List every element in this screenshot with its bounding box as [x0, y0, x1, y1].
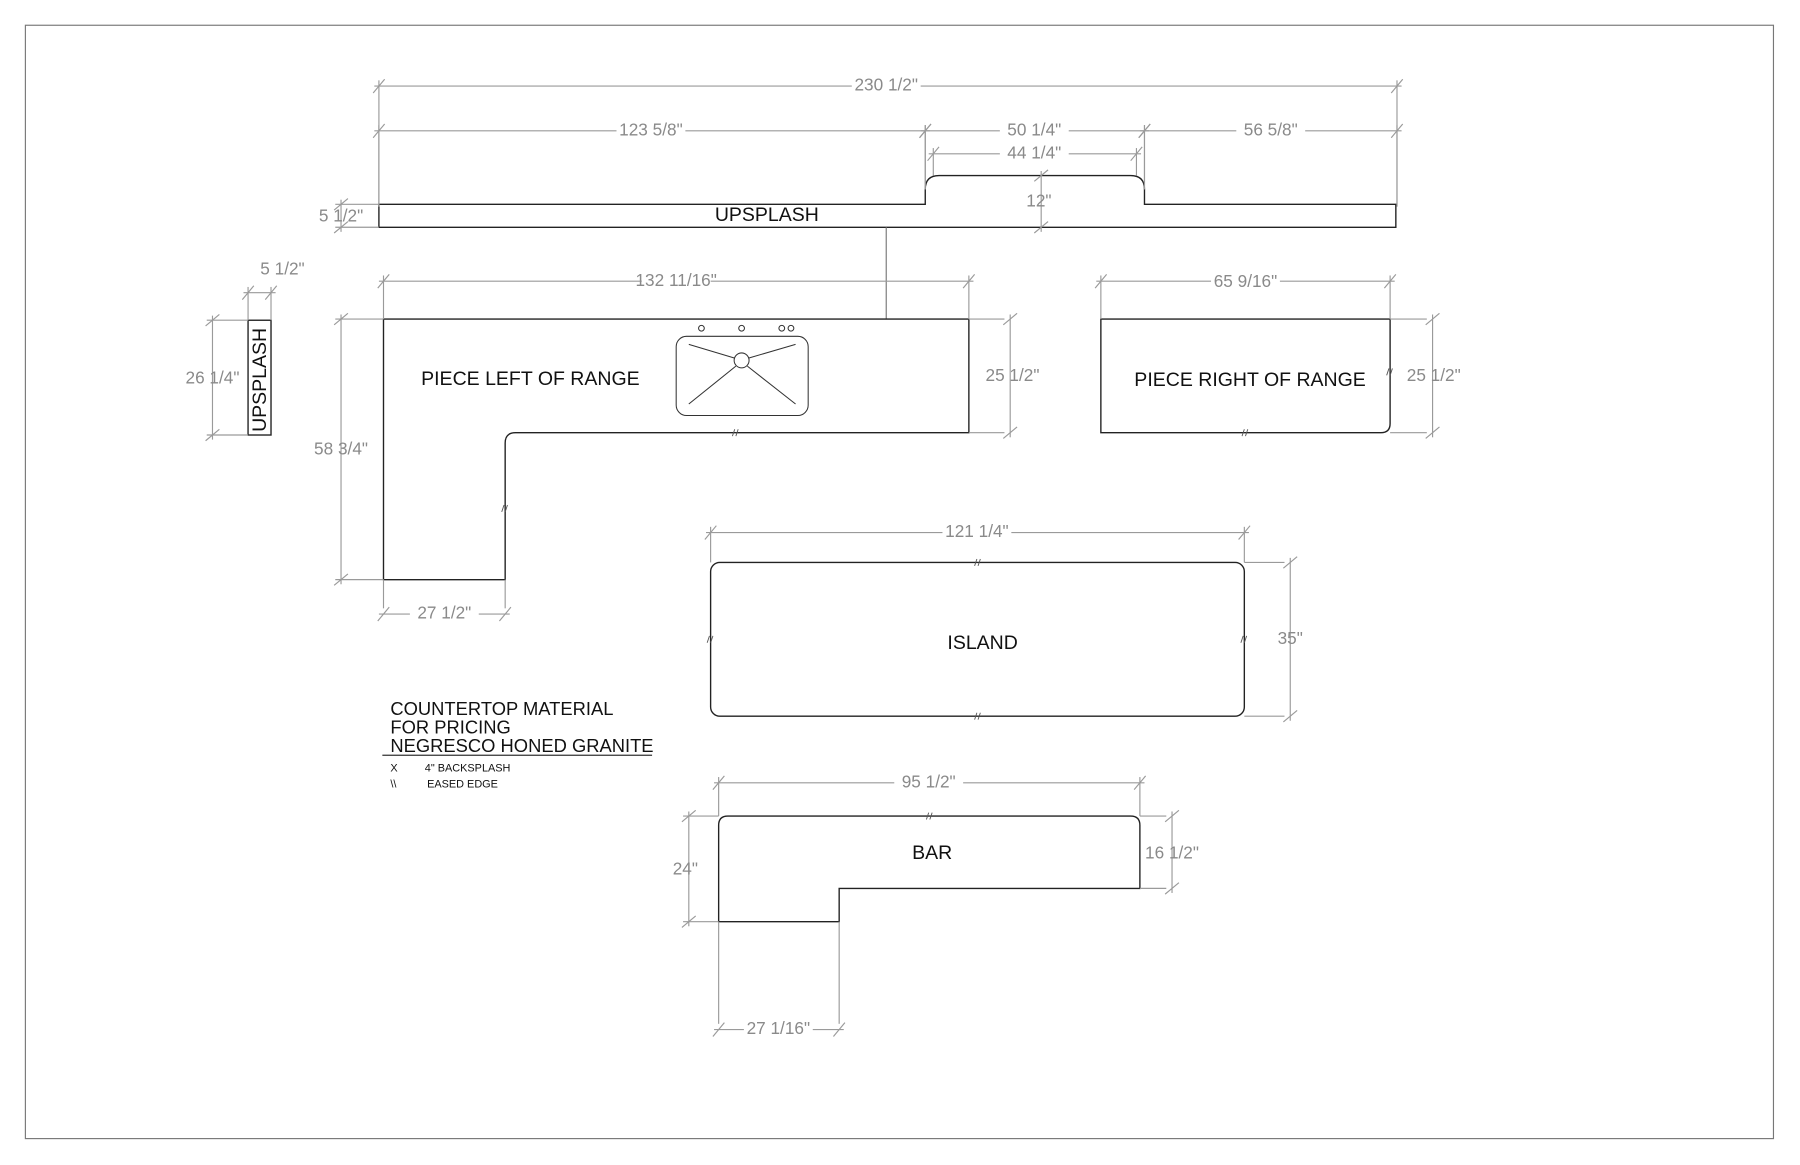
dimension-lines: 230 1/2" 123 5/8" 50 1/4" 56 5/8" 44 1/4" 12"…	[186, 75, 1461, 1039]
upsplash-piece[interactable]: UPSPLASH	[378, 174, 1397, 228]
dimension-label-background	[743, 1020, 813, 1039]
dimension-label-background	[894, 773, 964, 792]
dimension-label-background	[851, 76, 921, 96]
dimension-label-island-depth: 35"	[1278, 628, 1303, 648]
eased-edge-marks	[501, 368, 1393, 820]
dimension-label-upsplash-height: 5 1/2"	[319, 205, 363, 225]
dimension-label-side-upsplash-length: 26 1/4"	[186, 367, 240, 387]
dimension-line-segment	[712, 1022, 725, 1037]
dimension-label-right-piece-length: 65 9/16"	[1214, 271, 1278, 291]
side-upsplash-piece[interactable]: UPSPLASH	[247, 319, 272, 436]
dimension-label-upsplash-left: 123 5/8"	[619, 119, 683, 139]
legend-symbol-backsplash: X	[390, 762, 398, 774]
dimension-label-upsplash-range-outer: 50 1/4"	[1007, 119, 1061, 139]
dimension-line-segment	[498, 606, 512, 622]
island-label: ISLAND	[947, 632, 1017, 654]
dimension-label-island-length: 121 1/4"	[945, 521, 1009, 541]
dimension-line-segment	[1425, 426, 1440, 439]
dimension-line-segment	[1002, 312, 1018, 326]
dimension-line-segment	[832, 1022, 846, 1037]
dimension-label-left-piece-leg-width: 27 1/2"	[417, 603, 471, 623]
dimension-label-upsplash-range-height: 12"	[1026, 191, 1051, 211]
bar-label: BAR	[912, 842, 952, 864]
dimension-label-background	[999, 121, 1069, 141]
dimension-label-left-piece-depth: 25 1/2"	[986, 365, 1040, 385]
dimension-label-bar-depth: 24"	[673, 859, 698, 879]
dimension-label-upsplash-right: 56 5/8"	[1244, 119, 1298, 139]
dimension-label-left-piece-length: 132 11/16"	[635, 270, 716, 290]
dimension-label-bar-narrow-depth: 16 1/2"	[1145, 842, 1199, 862]
piece-left-label: PIECE LEFT OF RANGE	[421, 368, 640, 390]
dimension-label-bar-leg-width: 27 1/16"	[747, 1018, 811, 1038]
bar-piece[interactable]: BAR	[717, 815, 1141, 923]
piece-right-of-range[interactable]: PIECE RIGHT OF RANGE	[1100, 318, 1391, 434]
dimension-line-segment	[1164, 809, 1180, 823]
dimension-label-background	[942, 523, 1012, 542]
dimension-label-right-piece-depth: 25 1/2"	[1407, 365, 1461, 385]
sink-icon	[675, 324, 809, 417]
dimension-label-background	[248, 260, 317, 279]
legend-label-eased-edge: EASED EDGE	[427, 778, 498, 790]
sheet-border	[24, 24, 1775, 1140]
dimension-label-overall-length: 230 1/2"	[854, 75, 918, 95]
note-line-1: COUNTERTOP MATERIAL	[390, 698, 613, 719]
legend-label-backsplash: 4" BACKSPLASH	[425, 762, 511, 774]
note-line-3: NEGRESCO HONED GRANITE	[390, 735, 653, 756]
dimension-label-background	[999, 144, 1069, 163]
side-upsplash-label: UPSPLASH	[249, 328, 271, 432]
piece-right-label: PIECE RIGHT OF RANGE	[1134, 369, 1366, 391]
dimension-line-segment	[377, 606, 390, 622]
dimension-line-segment	[1033, 221, 1049, 234]
dimension-label-bar-length: 95 1/2"	[902, 771, 956, 791]
dimension-label-background	[1211, 273, 1280, 292]
upsplash-label: UPSPLASH	[715, 204, 819, 226]
dimension-line-segment	[1002, 426, 1018, 439]
dimension-line-segment	[1033, 169, 1049, 182]
dimension-label-left-piece-leg-length: 58 3/4"	[314, 438, 368, 458]
dimension-line-segment	[1282, 556, 1298, 569]
dimension-line-segment	[1282, 710, 1298, 723]
dimension-label-background	[641, 272, 711, 291]
dimension-label-background	[409, 604, 479, 624]
piece-left-of-range[interactable]: PIECE LEFT OF RANGE	[382, 318, 970, 581]
island-piece[interactable]: ISLAND	[709, 561, 1246, 717]
legend-symbol-eased-edge: \\	[390, 778, 397, 790]
dimension-label-upsplash-range-inner: 44 1/4"	[1007, 142, 1061, 162]
dimension-label-background	[616, 121, 686, 141]
dimension-label-side-upsplash-width: 5 1/2"	[260, 258, 304, 278]
dimension-label-background	[1236, 121, 1306, 141]
material-notes: COUNTERTOP MATERIAL FOR PRICING NEGRESCO…	[382, 698, 654, 790]
dimension-line-segment	[1164, 882, 1180, 895]
note-line-2: FOR PRICING	[390, 716, 510, 737]
dimension-line-segment	[1425, 312, 1440, 326]
